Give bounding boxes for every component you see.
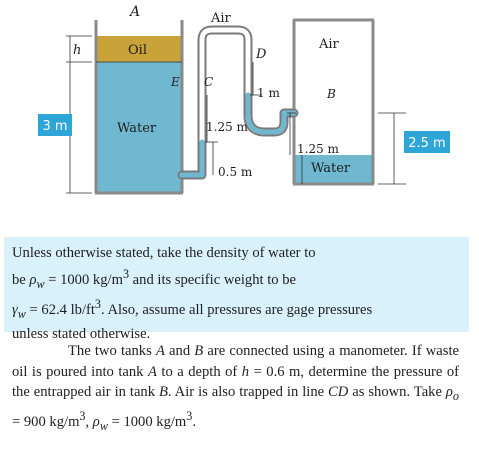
problem-statement: The two tanks A and B are connected usin… (4, 341, 463, 437)
label-0-5m: 0.5 m (218, 165, 253, 179)
label-point-d: D (255, 47, 267, 62)
note-line-1: Unless otherwise stated, take the densit… (12, 245, 316, 261)
label-point-e: E (170, 75, 180, 89)
note-line-2: be ρw = 1000 kg/m3 and its specific weig… (12, 266, 296, 291)
tag-2-5m-text: 2.5 m (408, 136, 445, 151)
label-h: h (73, 43, 81, 58)
label-air-line: Air (210, 11, 232, 26)
note-line-3: γw = 62.4 lb/ft3. Also, assume all press… (12, 296, 373, 321)
oil-region (96, 36, 182, 62)
tag-2-5m-bg (404, 131, 450, 153)
label-point-b: B (326, 87, 336, 101)
label-point-a: A (128, 4, 140, 20)
manometer-figure: A Air Oil h D Air E C 1 m B Water 1.25 m… (38, 4, 450, 195)
tag-2-5m: 2.5 m (404, 131, 450, 153)
tag-3m-bg (38, 114, 72, 136)
tag-3m-text: 3 m (42, 119, 67, 134)
label-1-25m-right: 1.25 m (297, 142, 340, 156)
tag-3m: 3 m (38, 114, 72, 136)
label-water-tank-b: Water (311, 161, 351, 176)
label-1-25m-left: 1.25 m (206, 120, 249, 134)
label-oil: Oil (128, 43, 147, 58)
label-1m: 1 m (257, 86, 280, 100)
water-region-b (294, 155, 373, 183)
problem-text: The two tanks A and B are connected usin… (12, 343, 459, 434)
water-region-a (96, 62, 182, 192)
manometer-tube (177, 25, 299, 180)
tank-b (292, 18, 375, 186)
assumptions-note: Unless otherwise stated, take the densit… (4, 237, 469, 342)
note-line-4: unless stated otherwise. (12, 326, 151, 343)
tank-a (94, 20, 184, 195)
label-water-tank-a: Water (117, 121, 157, 136)
label-point-c: C (204, 75, 213, 89)
label-air-tank-b: Air (318, 37, 340, 52)
